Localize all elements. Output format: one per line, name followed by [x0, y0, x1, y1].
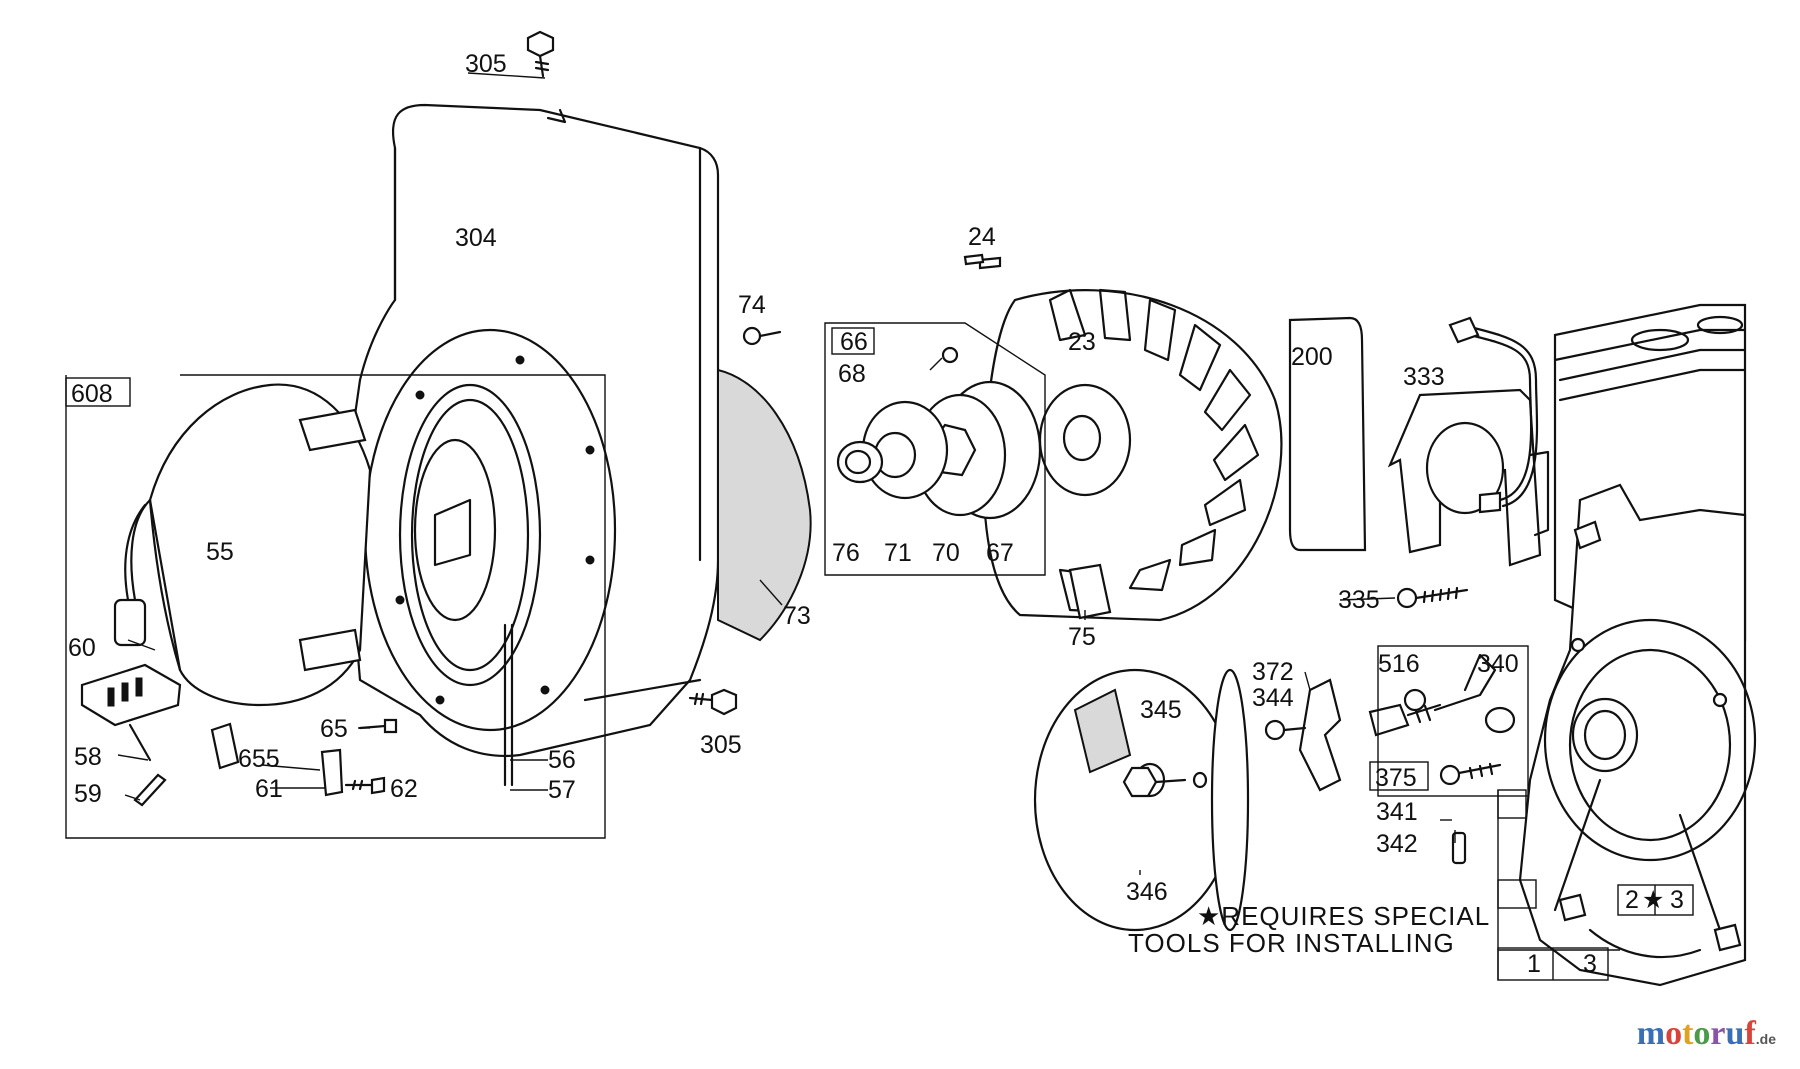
label-61: 61 [255, 775, 283, 803]
nut-74 [742, 326, 782, 346]
label-346: 346 [1126, 878, 1168, 906]
starter-clutch-66 [824, 322, 1046, 576]
label-71: 71 [884, 539, 912, 567]
leader-lines [117, 72, 1456, 875]
label-68: 68 [838, 360, 866, 388]
label-3-top: 3 [1670, 886, 1684, 914]
label-608: 608 [71, 380, 113, 408]
label-66: 66 [840, 328, 868, 356]
label-335: 335 [1338, 586, 1380, 614]
label-55: 55 [206, 538, 234, 566]
label-60: 60 [68, 634, 96, 662]
label-58: 58 [74, 743, 102, 771]
label-73: 73 [783, 602, 811, 630]
rotating-screen-73 [717, 368, 812, 642]
flywheel-23 [978, 256, 1283, 622]
label-24: 24 [968, 223, 996, 251]
label-342: 342 [1376, 830, 1418, 858]
label-655: 655 [238, 745, 280, 773]
special-tools-note-line1: ★REQUIRES SPECIAL [1197, 901, 1490, 931]
armature-333 [1387, 316, 1550, 609]
cylinder-crankcase [1518, 303, 1757, 987]
label-76: 76 [832, 539, 860, 567]
label-304: 304 [455, 224, 497, 252]
label-345: 345 [1140, 696, 1182, 724]
label-57: 57 [548, 776, 576, 804]
label-74: 74 [738, 291, 766, 319]
blower-housing-304 [338, 103, 720, 787]
label-62: 62 [390, 775, 418, 803]
flywheel-screen-345 [1033, 668, 1250, 932]
starter-assembly-608 [65, 374, 606, 839]
watermark-logo: motoruf.de [1636, 1015, 1776, 1052]
label-3-bottom: 3 [1583, 950, 1597, 978]
label-2: 2 [1625, 886, 1639, 914]
label-344: 344 [1252, 684, 1294, 712]
governor-parts [1264, 645, 1529, 865]
label-341: 341 [1376, 798, 1418, 826]
bolt-305-bottom [688, 688, 738, 716]
key-24 [963, 253, 985, 266]
label-305-top: 305 [465, 50, 507, 78]
label-70: 70 [932, 539, 960, 567]
bolt-305-top [526, 30, 555, 78]
label-340: 340 [1477, 650, 1519, 678]
star-icon: ★ [1642, 886, 1664, 914]
label-23: 23 [1068, 328, 1096, 356]
box-dividers [1552, 885, 1656, 980]
label-67: 67 [986, 539, 1014, 567]
label-305-bottom: 305 [700, 731, 742, 759]
bracket-200 [1288, 316, 1367, 552]
label-1: 1 [1527, 950, 1541, 978]
label-200: 200 [1291, 343, 1333, 371]
label-375: 375 [1375, 764, 1417, 792]
label-75: 75 [1068, 623, 1096, 651]
label-516: 516 [1378, 650, 1420, 678]
label-333: 333 [1403, 363, 1445, 391]
label-65: 65 [320, 715, 348, 743]
special-tools-note-line2: TOOLS FOR INSTALLING [1128, 928, 1455, 958]
label-56: 56 [548, 746, 576, 774]
label-59: 59 [74, 780, 102, 808]
label-372: 372 [1252, 658, 1294, 686]
